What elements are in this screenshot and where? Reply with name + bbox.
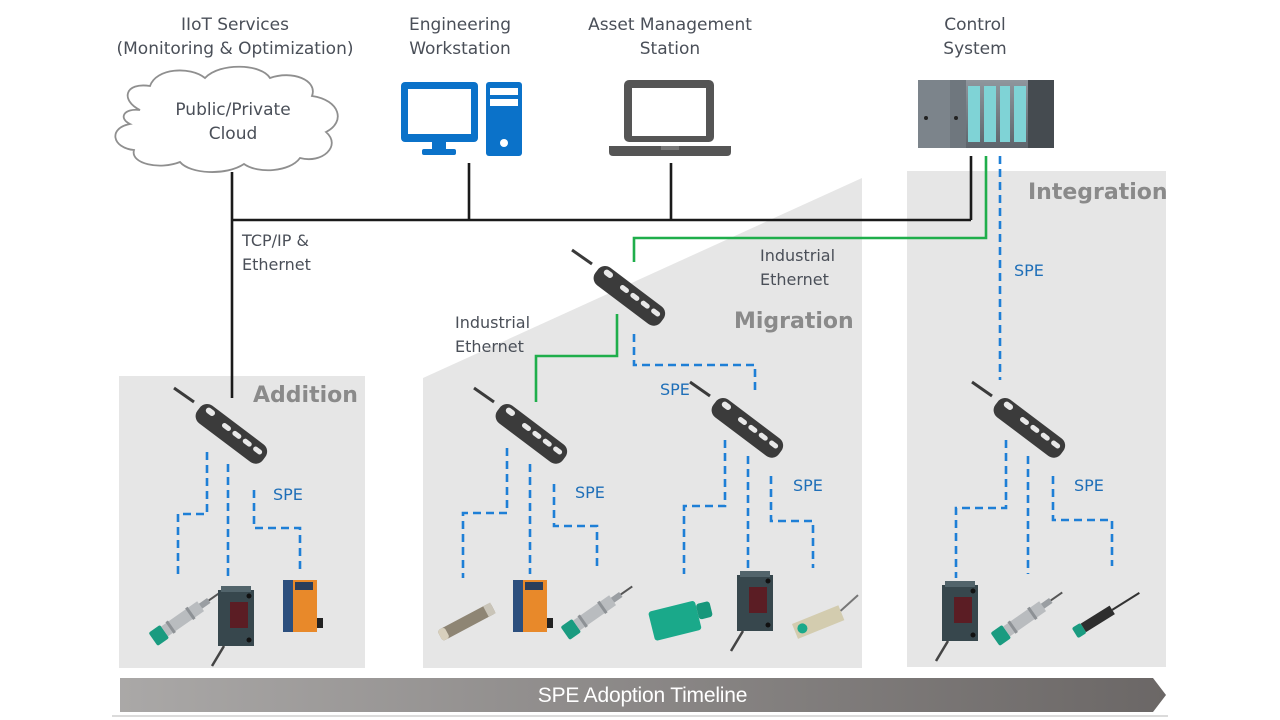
tcpip-ethernet-label: TCP/IP & Ethernet [242,229,311,277]
control-system-label: Control System [920,13,1030,61]
cloud-label-line2: Cloud [208,124,258,144]
workstation-line2: Workstation [409,39,511,59]
spe-label-migration-link: SPE [660,380,690,399]
ie-right-line1: Industrial [760,246,836,265]
cloud-label: Public/Private Cloud [150,98,316,146]
tcpip-line2: Ethernet [242,255,311,274]
cloud-label-line1: Public/Private [175,100,291,120]
industrial-ethernet-label-left: Industrial Ethernet [455,311,530,359]
plc-rack-icon [918,80,1054,148]
orange-sensor-icon [283,580,323,632]
asset-line1: Asset Management [588,15,752,35]
asset-line2: Station [639,39,701,59]
workstation-line1: Engineering [409,15,511,35]
timeline-label: SPE Adoption Timeline [537,684,748,707]
desktop-computer-icon [401,82,522,156]
asset-management-label: Asset Management Station [570,13,770,61]
ie-left-line1: Industrial [455,313,531,332]
spe-label-addition: SPE [273,485,303,504]
industrial-ethernet-label-right: Industrial Ethernet [760,244,835,292]
addition-title: Addition [253,383,358,408]
integration-title: Integration [1028,180,1168,205]
cloud-icon [114,65,339,173]
tcpip-line1: TCP/IP & [242,231,309,250]
engineering-workstation-label: Engineering Workstation [390,13,530,61]
orange-sensor-icon [513,580,553,632]
spe-label-migration-left: SPE [575,483,605,502]
tcpip-ethernet-lines [230,156,973,398]
iiot-services-label: IIoT Services (Monitoring & Optimization… [105,13,365,61]
industrial-ethernet-lines [534,156,988,402]
migration-title: Migration [734,309,854,334]
timeline-arrow [120,678,1166,712]
iiot-title: IIoT Services [181,15,289,35]
ie-left-line2: Ethernet [455,337,524,356]
iiot-subtitle: (Monitoring & Optimization) [116,39,354,59]
control-line2: System [943,39,1007,59]
spe-lines [176,156,1114,578]
control-line1: Control [944,15,1006,35]
spe-label-integration-uplink: SPE [1014,261,1044,280]
ie-right-line2: Ethernet [760,270,829,289]
migration-zone [423,178,862,668]
spe-label-integration: SPE [1074,476,1104,495]
laptop-icon [609,80,731,156]
spe-label-migration-right: SPE [793,476,823,495]
